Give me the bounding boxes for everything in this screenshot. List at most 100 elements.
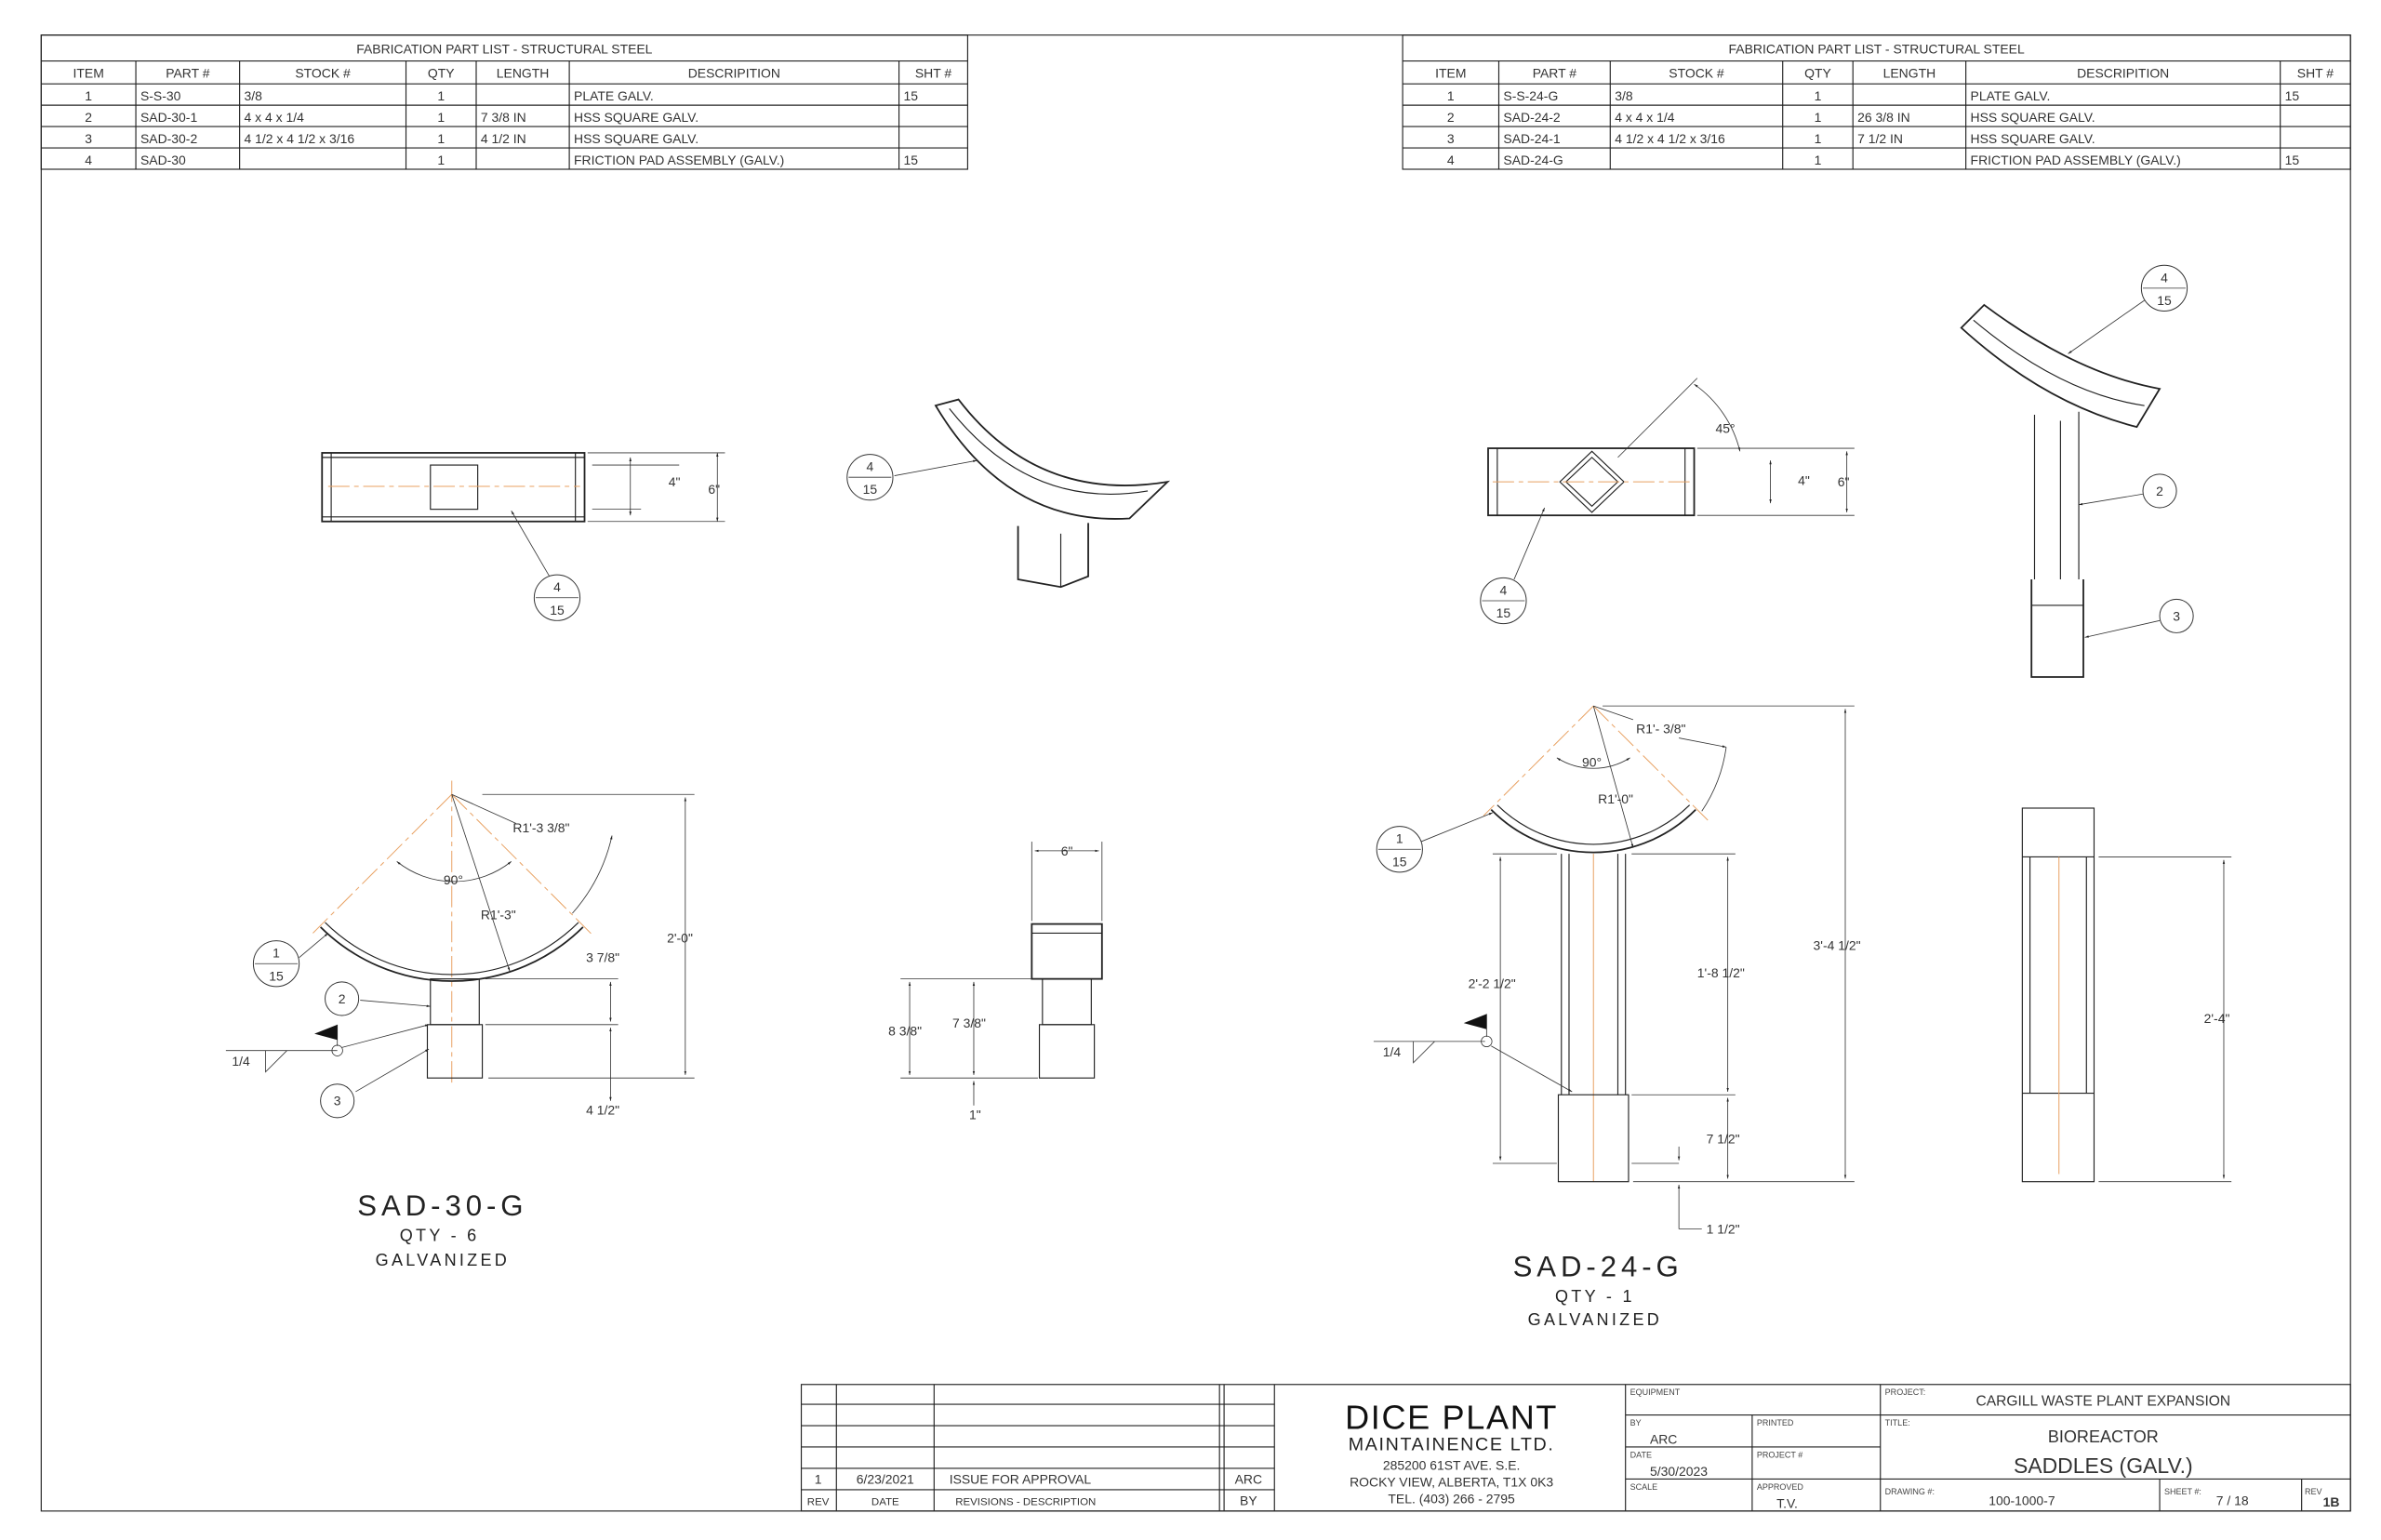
table-header: QTY <box>428 66 455 81</box>
project-number-label: PROJECT # <box>1757 1450 1802 1459</box>
sad24-iso-view: 4 15 2 3 <box>1960 264 2194 678</box>
table-cell: 7 1/2 IN <box>1857 131 1903 146</box>
sad30-qty: QTY - 6 <box>400 1227 480 1245</box>
rev-label: REV <box>2305 1487 2322 1496</box>
table-cell: 1 <box>437 131 445 146</box>
table-title: FABRICATION PART LIST - STRUCTURAL STEEL <box>1729 41 2025 56</box>
project-label: PROJECT: <box>1885 1387 1926 1397</box>
dim-8-3-8: 8 3/8" <box>888 1023 922 1038</box>
by-header: BY <box>1240 1493 1257 1507</box>
company-name: DICE PLANT <box>1345 1398 1558 1436</box>
upper-height-dim: 1'-8 1/2" <box>1697 965 1745 980</box>
sheet-number: 7 / 18 <box>2216 1493 2249 1507</box>
sad24-qty: QTY - 1 <box>1555 1287 1635 1306</box>
table-cell: 2 <box>85 110 92 125</box>
table-header: ITEM <box>73 66 104 81</box>
table-cell: 3/8 <box>245 88 263 103</box>
rev-value: 1B <box>2323 1494 2340 1509</box>
drawing-number-label: DRAWING #: <box>1885 1487 1935 1496</box>
table-header: STOCK # <box>295 66 351 81</box>
table-cell: S-S-30 <box>140 88 181 103</box>
table-header: QTY <box>1804 66 1831 81</box>
table-cell: 1 <box>1815 131 1822 146</box>
table-cell: 1 <box>1815 153 1822 167</box>
equipment-label: EQUIPMENT <box>1630 1387 1681 1397</box>
table-cell: 3/8 <box>1615 88 1633 103</box>
revision-rev: 1 <box>815 1471 822 1486</box>
callout-bottom: 15 <box>550 603 565 617</box>
width-dim: 6" <box>1061 843 1073 858</box>
approved-label: APPROVED <box>1757 1482 1804 1492</box>
table-cell: PLATE GALV. <box>574 88 654 103</box>
radius-outer-dim: R1'-3 3/8" <box>512 820 569 835</box>
sad30-label: SAD-30-G <box>357 1189 527 1222</box>
radius-inner-dim: R1'-0" <box>1598 791 1633 806</box>
table-cell: 4 <box>1447 153 1455 167</box>
angle-dim: 90° <box>1582 755 1602 770</box>
table-cell: FRICTION PAD ASSEMBLY (GALV.) <box>574 153 784 167</box>
table-cell: 1 <box>1815 88 1822 103</box>
by-value: ARC <box>1650 1432 1677 1447</box>
total-height-dim: 3'-4 1/2" <box>1814 937 1861 952</box>
post-height-dim: 2'-2 1/2" <box>1469 976 1516 990</box>
table-cell: HSS SQUARE GALV. <box>574 110 698 125</box>
table-cell: PLATE GALV. <box>1971 88 2051 103</box>
table-header: LENGTH <box>497 66 550 81</box>
sleeve-height-dim: 7 1/2" <box>1707 1132 1740 1147</box>
angle-dim: 45° <box>1716 421 1736 436</box>
table-cell: 4 1/2 x 4 1/2 x 3/16 <box>1615 131 1725 146</box>
callout-bottom: 15 <box>1496 605 1511 620</box>
table-cell: 1 <box>437 153 445 167</box>
sad30-elevation-view: 90° R1'-3 3/8" R1'-3" 2'-0" 3 7/8" 4 1/2… <box>225 780 695 1119</box>
parts-table: FABRICATION PART LIST - STRUCTURAL STEEL… <box>40 34 968 170</box>
dim-4: 4" <box>669 474 681 489</box>
rev-header: REV <box>807 1496 830 1507</box>
height-dim: 2'-4" <box>2204 1011 2230 1026</box>
callout-bottom: 15 <box>269 968 284 983</box>
weld-size: 1/4 <box>1383 1044 1402 1059</box>
angle-dim: 90° <box>444 872 463 887</box>
revision-by: ARC <box>1235 1471 1262 1486</box>
table-header: SHT # <box>915 66 952 81</box>
table-cell: 4 <box>85 153 92 167</box>
callout-bottom: 15 <box>863 482 878 497</box>
table-cell: FRICTION PAD ASSEMBLY (GALV.) <box>1971 153 2181 167</box>
table-cell: 15 <box>2285 153 2300 167</box>
approved-value: T.V. <box>1776 1496 1798 1511</box>
callout-2: 2 <box>2156 484 2163 498</box>
table-cell: 4 1/2 IN <box>481 131 526 146</box>
dim-4-1-2: 4 1/2" <box>586 1103 619 1118</box>
table-cell: 4 x 4 x 1/4 <box>245 110 305 125</box>
callout-top: 1 <box>273 946 280 961</box>
table-cell: 7 3/8 IN <box>481 110 526 125</box>
table-cell: SAD-30-1 <box>140 110 197 125</box>
company-address-2: ROCKY VIEW, ALBERTA, T1X 0K3 <box>1350 1475 1553 1490</box>
company-address-1: 285200 61ST AVE. S.E. <box>1383 1458 1521 1473</box>
table-cell: 1 <box>437 88 445 103</box>
table-cell: 15 <box>2285 88 2300 103</box>
table-header: LENGTH <box>1883 66 1936 81</box>
parts-table: FABRICATION PART LIST - STRUCTURAL STEEL… <box>1402 34 2351 170</box>
title-block: 1 6/23/2021 ISSUE FOR APPROVAL ARC REV D… <box>800 1384 2351 1512</box>
desc-header: REVISIONS - DESCRIPTION <box>955 1496 1096 1507</box>
callout-3: 3 <box>334 1094 341 1109</box>
table-header: DESCRIPITION <box>2077 66 2169 81</box>
sad30-plan-view: 4" 6" 4 15 <box>321 452 725 621</box>
table-cell: HSS SQUARE GALV. <box>1971 110 2095 125</box>
sad24-side-view: 2'-4" <box>2021 807 2232 1183</box>
revision-desc: ISSUE FOR APPROVAL <box>950 1471 1092 1486</box>
table-cell: 15 <box>903 88 918 103</box>
company-sub: MAINTAINENCE LTD. <box>1349 1434 1555 1454</box>
title-label: TITLE: <box>1885 1418 1910 1427</box>
company-phone: TEL. (403) 266 - 2795 <box>1388 1492 1515 1507</box>
sad24-elevation-view: 90° R1'- 3/8" R1'-0" 3'-4 1/2" 2'-2 1/2"… <box>1373 705 1861 1236</box>
weld-symbol: 1/4 <box>225 1024 430 1073</box>
by-label: BY <box>1630 1418 1642 1427</box>
